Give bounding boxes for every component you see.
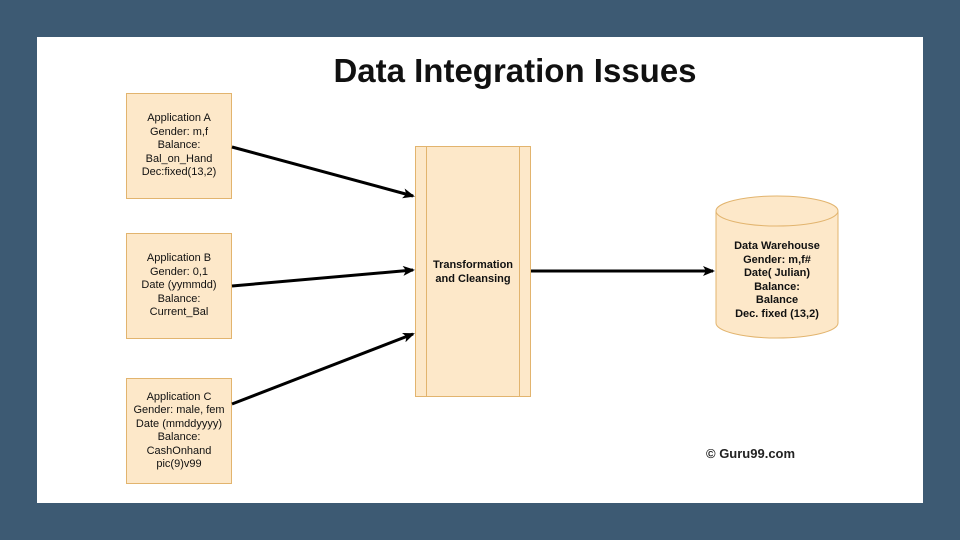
dw-line-5: Balance — [755, 294, 799, 306]
application-b-box: Application B Gender: 0,1 Date (yymmdd) … — [126, 233, 232, 339]
dw-line-3: Date( Julian) — [743, 267, 810, 279]
application-a-box: Application A Gender: m,f Balance: Bal_o… — [126, 93, 232, 199]
app-b-line-3: Date (yymmdd) — [141, 279, 217, 292]
diagram-title: Data Integration Issues — [333, 52, 697, 89]
app-a-line-1: Application A — [147, 112, 211, 125]
app-b-line-4: Balance: — [157, 292, 201, 305]
app-c-line-2: Gender: male, fem — [133, 404, 225, 416]
data-warehouse-cylinder — [715, 195, 839, 339]
app-b-line-2: Gender: 0,1 — [149, 265, 209, 278]
application-c-box: Application C Gender: male, fem Date (mm… — [126, 378, 232, 484]
arrow-app-a-to-process — [231, 145, 415, 199]
arrow-app-c-to-process — [231, 332, 415, 406]
dw-line-4: Balance: — [754, 280, 800, 293]
process-line-1: Transformation — [432, 259, 514, 271]
app-a-line-3: Balance: — [157, 139, 201, 152]
app-c-line-1: Application C — [146, 390, 212, 403]
app-c-line-4: Balance: — [157, 431, 201, 443]
transformation-process-box — [415, 146, 531, 397]
app-a-line-4: Bal_on_Hand — [145, 152, 213, 165]
app-a-line-2: Gender: m,f — [149, 125, 209, 138]
app-a-line-5: Dec:fixed(13,2) — [141, 166, 217, 179]
arrow-app-b-to-process — [231, 265, 415, 288]
dw-line-2: Gender: m,f# — [743, 253, 811, 266]
app-c-line-5: CashOnhand — [146, 444, 212, 457]
process-right-divider — [519, 147, 520, 396]
app-b-line-1: Application B — [146, 252, 212, 265]
app-b-line-5: Current_Bal — [149, 306, 209, 319]
process-label: Transformation and Cleansing — [415, 258, 531, 286]
dw-line-1: Data Warehouse — [734, 240, 820, 252]
app-c-line-3: Date (mmddyyyy) — [135, 417, 223, 430]
app-c-line-6: pic(9)v99 — [156, 458, 202, 470]
dw-line-6: Dec. fixed (13,2) — [735, 307, 819, 320]
warehouse-label: Data Warehouse Gender: m,f# Date( Julian… — [716, 240, 838, 321]
process-line-2: and Cleansing — [435, 273, 511, 285]
process-left-divider — [426, 147, 427, 396]
copyright-text: © Guru99.com — [706, 446, 796, 461]
